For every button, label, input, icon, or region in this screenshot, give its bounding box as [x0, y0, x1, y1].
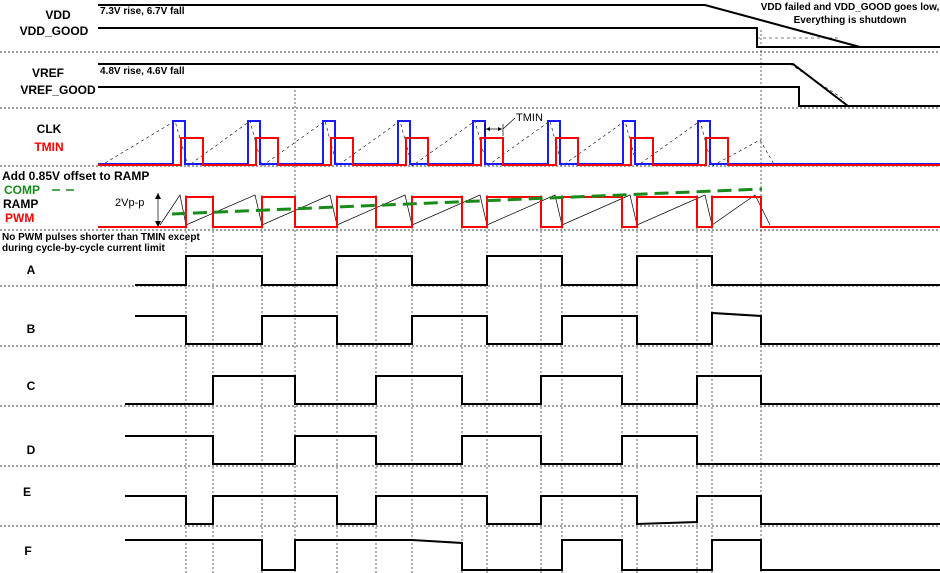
vdd-fail-note-line2: Everything is shutdown — [794, 15, 907, 26]
signal-b-wave — [135, 311, 940, 345]
ramp-amplitude-arrow — [155, 193, 161, 227]
ramp-amplitude-label: 2Vp-p — [115, 197, 144, 209]
ramp-wave — [159, 194, 771, 226]
comp-label: COMP — [4, 183, 40, 197]
vref-waves — [98, 63, 940, 107]
vdd-label: VDD — [45, 8, 71, 22]
signal-d-label: D — [27, 443, 36, 457]
signal-b-label: B — [27, 322, 36, 336]
vertical-guides — [185, 30, 762, 573]
tmin-width-label: TMIN — [516, 112, 543, 124]
tmin-label: TMIN — [34, 140, 63, 154]
clk-label: CLK — [37, 122, 62, 136]
vref-label: VREF — [32, 66, 64, 80]
signal-f-label: F — [24, 544, 31, 558]
pwm-label: PWM — [5, 211, 34, 225]
row-separators — [0, 51, 940, 527]
clk-dashed-ramp — [99, 120, 776, 167]
offset-note: Add 0.85V offset to RAMP — [2, 169, 149, 183]
signal-a-label: A — [27, 263, 36, 277]
signal-f-wave — [125, 539, 940, 571]
pwm-note-line2: during cycle-by-cycle current limit — [2, 243, 165, 254]
signal-d-wave — [125, 435, 940, 465]
pwm-note-line1: No PWM pulses shorter than TMIN except — [2, 232, 200, 243]
signal-c-wave — [125, 375, 940, 405]
vref-good-label: VREF_GOOD — [20, 83, 96, 97]
vdd-good-label: VDD_GOOD — [20, 24, 89, 38]
pwm-wave — [98, 196, 940, 228]
ramp-label: RAMP — [3, 197, 38, 211]
signal-e-wave — [125, 495, 940, 526]
vdd-fail-note-line1: VDD failed and VDD_GOOD goes low, — [761, 2, 940, 13]
vref-threshold-note: 4.8V rise, 4.6V fall — [100, 66, 185, 77]
comp-wave — [171, 187, 763, 216]
signal-c-label: C — [27, 379, 36, 393]
signal-e-label: E — [23, 485, 31, 499]
signal-a-wave — [135, 255, 940, 286]
tmin-width-marker — [484, 117, 516, 136]
clk-wave — [98, 120, 940, 165]
tmin-wave — [98, 137, 940, 166]
vdd-waves — [98, 4, 940, 48]
vdd-threshold-note: 7.3V rise, 6.7V fall — [100, 6, 185, 17]
